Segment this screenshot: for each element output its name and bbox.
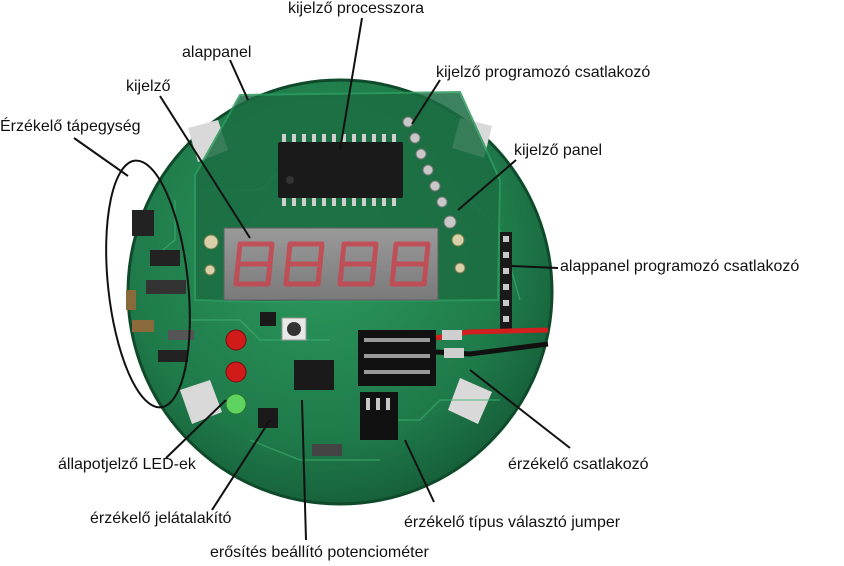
power-supply-outline [105, 159, 191, 409]
label-sensor-connector: érzékelő csatlakozó [508, 456, 649, 473]
leader-lines [73, 17, 571, 541]
seven-segment-display [203, 227, 466, 301]
display-processor-chip [278, 134, 403, 206]
label-display-programming-connector: kijelző programozó csatlakozó [436, 64, 651, 81]
label-sensor-signal-converter: érzékelő jelátalakító [90, 510, 232, 527]
label-sensor-type-jumper: érzékelő típus választó jumper [404, 514, 621, 531]
label-status-leds: állapotjelző LED-ek [58, 456, 196, 473]
display-programming-connector [402, 116, 457, 229]
sensor-connector [358, 327, 549, 386]
power-supply-section [126, 210, 194, 362]
mount-notch [448, 378, 492, 424]
label-base-panel-programming-connector: alappanel programozó csatlakozó [560, 258, 800, 275]
label-sensor-power-supply: Érzékelő tápegység [0, 118, 141, 135]
base-programming-connector [500, 232, 512, 330]
signal-converter-area [258, 312, 342, 456]
sensor-type-jumper [360, 392, 398, 440]
label-display-processor: kijelző processzora [288, 0, 425, 17]
label-display-panel: kijelző panel [514, 142, 603, 159]
label-gain-potentiometer: erősítés beállító potenciométer [210, 544, 429, 561]
status-leds [225, 329, 247, 415]
label-display: kijelző [126, 78, 171, 95]
label-base-panel: alappanel [182, 44, 252, 61]
